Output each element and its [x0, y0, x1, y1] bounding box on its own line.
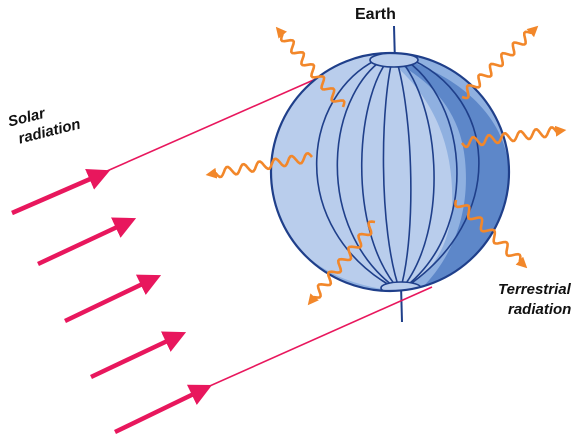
solar-arrow — [11, 168, 111, 216]
earth-label: Earth — [355, 6, 396, 23]
wavy-arrow-icon — [275, 26, 346, 108]
wavy-arrow-icon — [205, 152, 313, 179]
terrestrial-label-line2: radiation — [508, 301, 572, 318]
solar-arrow — [90, 331, 187, 380]
wavy-arrow-icon — [460, 125, 567, 149]
wavy-arrow-icon — [307, 220, 376, 306]
terrestrial-radiation-label: Terrestrial radiation — [498, 280, 571, 320]
globe-icon — [269, 51, 511, 293]
solar-arrow — [114, 384, 213, 435]
solar-beam-upper — [106, 62, 353, 172]
terrestrial-label-line1: Terrestrial — [498, 281, 571, 298]
solar-beam-lower — [202, 286, 433, 390]
solar-arrow — [64, 274, 162, 324]
solar-arrow — [37, 217, 137, 267]
wavy-arrow-icon — [461, 25, 539, 100]
terrestrial-arrows — [205, 25, 567, 306]
solar-arrows — [11, 168, 213, 435]
wavy-arrow-icon — [454, 199, 528, 269]
